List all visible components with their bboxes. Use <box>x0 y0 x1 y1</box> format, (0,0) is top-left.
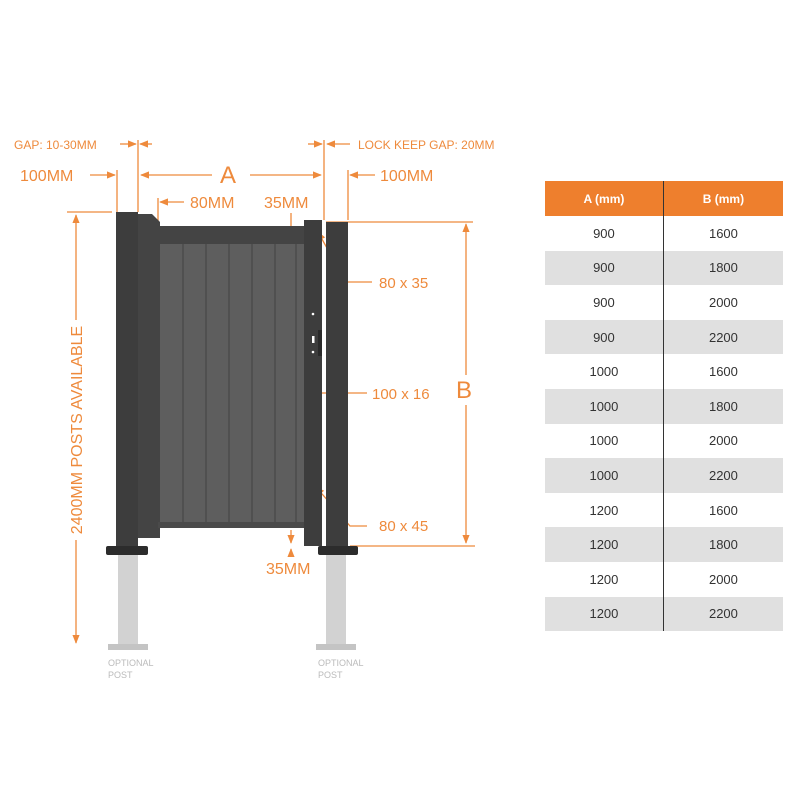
cell-a: 1200 <box>545 527 664 562</box>
cell-b: 1600 <box>708 225 738 241</box>
column-header-b: B (mm) <box>663 181 783 216</box>
optional-post-left <box>108 555 148 650</box>
dimension-a-label: A <box>220 162 236 189</box>
right-post-width-label: 100MM <box>380 168 433 185</box>
top-gap-label: 35MM <box>264 195 308 212</box>
cell-a: 1000 <box>545 458 664 493</box>
cell-a: 1200 <box>545 492 664 528</box>
bottom-gap-label: 35MM <box>266 561 310 578</box>
cell-a: 900 <box>545 285 664 320</box>
left-post-width-label: 100MM <box>20 168 73 185</box>
column-header-a: A (mm) <box>545 181 664 216</box>
cell-b: 1800 <box>663 527 783 562</box>
cell-b: 1800 <box>663 388 783 424</box>
cell-a: 1000 <box>545 354 664 389</box>
cell-a: 1000 <box>545 423 664 459</box>
cell-b: 2200 <box>663 458 783 493</box>
dimension-b-label: B <box>456 377 472 404</box>
stile-width-label: 80MM <box>190 195 234 212</box>
post-height-label: 2400MM POSTS AVAILABLE <box>69 326 86 534</box>
table-row: 900 2000 <box>545 285 783 320</box>
cell-b: 1600 <box>708 502 738 518</box>
table-row: 1200 2000 <box>545 561 783 597</box>
optional-post-left-label: OPTIONAL <box>108 658 154 668</box>
board-size-label: 100 x 16 <box>372 386 430 403</box>
top-rail-size-label: 80 x 35 <box>379 275 428 292</box>
table-row: 1000 2000 <box>545 423 783 459</box>
cell-a: 900 <box>545 319 664 355</box>
optional-post-right-label: POST <box>318 670 343 680</box>
gate-leaf <box>138 214 322 546</box>
cell-b: 1600 <box>708 364 738 380</box>
right-post <box>318 222 358 555</box>
optional-post-left-label: POST <box>108 670 133 680</box>
table-row: 900 1600 <box>545 216 783 251</box>
cell-b: 2000 <box>708 571 738 587</box>
table-row: 1200 1600 <box>545 492 783 528</box>
lock-icon <box>311 312 322 356</box>
cell-a: 1200 <box>545 561 664 597</box>
table-header-row: A (mm) B (mm) <box>545 181 783 216</box>
stile-size-label: 80 x 45 <box>379 518 428 535</box>
table-row: 1000 1600 <box>545 354 783 389</box>
cell-b: 2200 <box>663 319 783 355</box>
infill-boards <box>182 244 297 522</box>
cell-b: 2200 <box>663 596 783 632</box>
cell-b: 2000 <box>708 433 738 449</box>
cell-a: 900 <box>545 250 664 286</box>
cell-b: 2000 <box>708 294 738 310</box>
optional-post-right <box>316 555 356 650</box>
cell-a: 1200 <box>545 596 664 632</box>
cell-b: 1800 <box>663 250 783 286</box>
gap-label: GAP: 10-30MM <box>14 138 97 152</box>
lock-keep-gap-label: LOCK KEEP GAP: 20MM <box>358 138 495 152</box>
optional-post-right-label: OPTIONAL <box>318 658 364 668</box>
cell-a: 1000 <box>545 388 664 424</box>
cell-a: 900 <box>545 216 664 251</box>
left-post <box>106 212 148 555</box>
